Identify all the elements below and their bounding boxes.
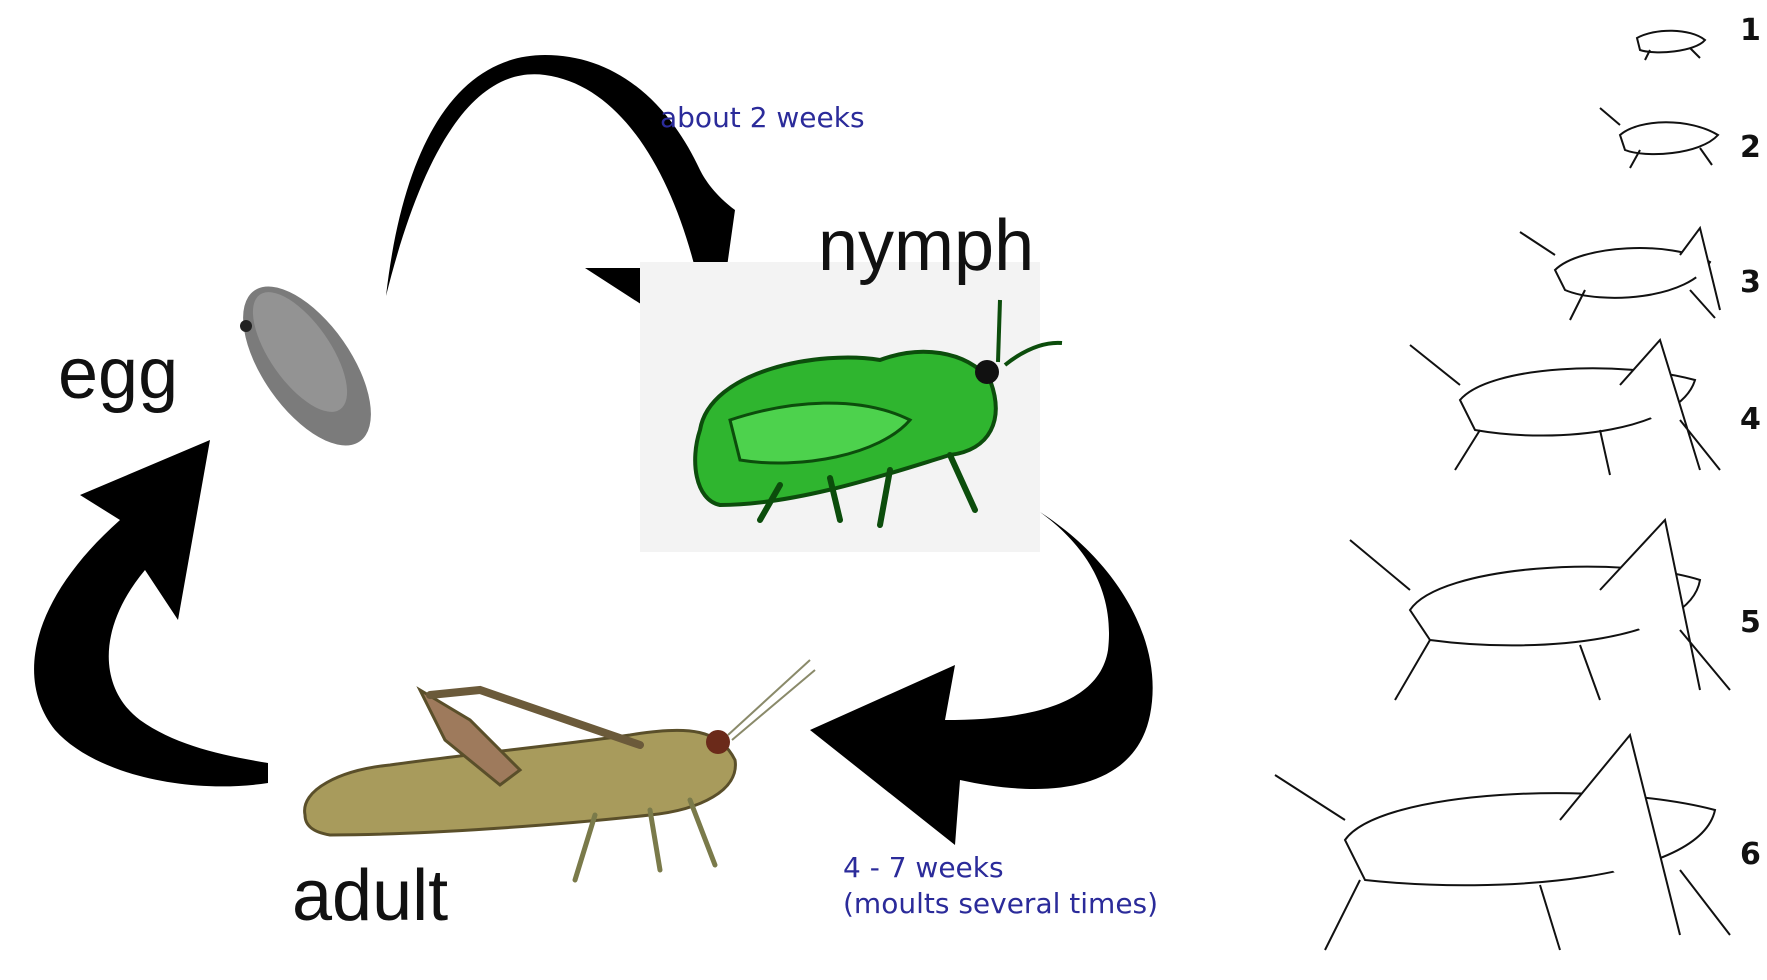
instar-1-sketch: [1637, 31, 1705, 60]
instar-number: 5: [1740, 608, 1761, 638]
instar-number: 3: [1740, 268, 1761, 298]
instar-number: 2: [1740, 133, 1761, 163]
arrow-nymph-to-adult: [810, 512, 1153, 845]
adult-image: [305, 660, 815, 880]
nymph-image: [640, 262, 1062, 552]
adult-label: adult: [292, 860, 448, 932]
instar-sketches: [1275, 31, 1730, 950]
instar-5-sketch: [1350, 520, 1730, 700]
arrow-adult-to-egg: [34, 440, 268, 786]
instar-number: 4: [1740, 405, 1761, 435]
egg-label: egg: [58, 338, 178, 410]
egg-image: [218, 265, 396, 466]
instar-4-sketch: [1410, 340, 1720, 475]
instar-number: 1: [1740, 16, 1761, 46]
instar-6-sketch: [1275, 735, 1730, 950]
nymph-to-adult-duration-line1: 4 - 7 weeks: [843, 850, 1004, 885]
instar-2-sketch: [1600, 108, 1718, 168]
nymph-label: nymph: [818, 210, 1034, 282]
egg-to-nymph-duration: about 2 weeks: [660, 100, 865, 135]
instar-number: 6: [1740, 840, 1761, 870]
nymph-to-adult-duration-line2: (moults several times): [843, 886, 1158, 921]
instar-3-sketch: [1520, 228, 1720, 320]
